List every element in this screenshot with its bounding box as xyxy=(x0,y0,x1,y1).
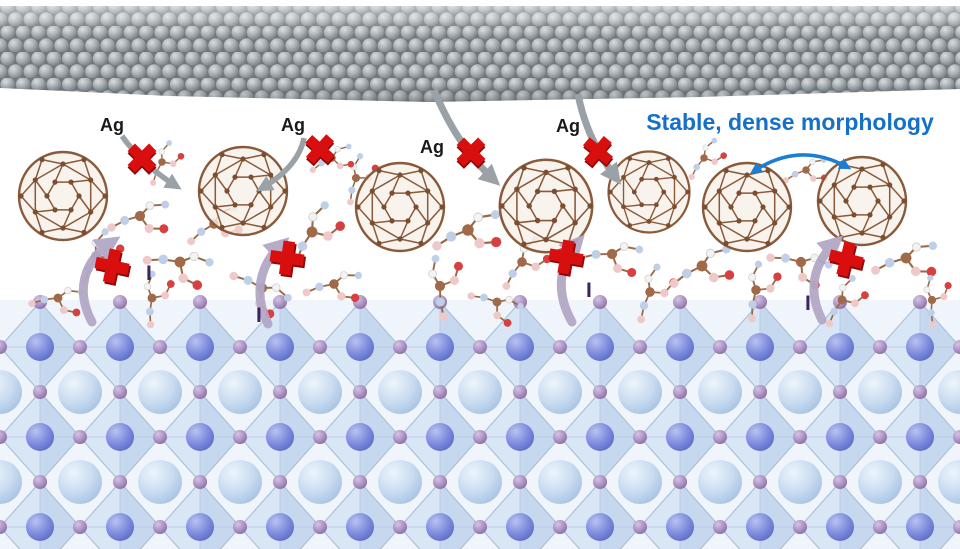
ag-label: Ag xyxy=(281,115,305,135)
iodine-label: I xyxy=(586,279,592,302)
iodine-migration-arrow xyxy=(809,235,844,325)
fullerene-molecule xyxy=(354,161,446,253)
organic-molecule-cluster xyxy=(104,181,181,255)
blocked-ag-x-icon xyxy=(575,130,620,175)
iodine-label: I xyxy=(146,262,152,285)
ag-label: Ag xyxy=(100,115,124,135)
fullerene-molecule xyxy=(701,161,793,253)
morphology-annotation: Stable, dense morphology xyxy=(646,109,934,135)
iodine-label: I xyxy=(805,292,811,315)
ag-diffusion-arrow xyxy=(430,88,501,186)
fullerene-molecule xyxy=(816,155,908,247)
fullerene-molecule xyxy=(197,145,289,237)
iodine-migration-arrow xyxy=(78,236,121,327)
fullerene-molecule xyxy=(17,150,109,242)
perovskite-layer xyxy=(0,295,960,549)
ag-label: Ag xyxy=(420,137,444,157)
ag-label: Ag xyxy=(556,116,580,136)
text-labels: Ag Ag Ag Ag I I I I Stable, dense morpho… xyxy=(100,109,934,327)
fullerene-molecule xyxy=(606,150,692,234)
ag-diffusion-arrow xyxy=(256,137,307,192)
silver-slab-shading xyxy=(0,6,960,102)
ag-diffusion-arrow xyxy=(574,93,622,185)
morphology-double-arrow xyxy=(750,153,852,174)
silver-electrode-layer xyxy=(0,6,960,102)
iodine-label: I xyxy=(256,304,262,327)
